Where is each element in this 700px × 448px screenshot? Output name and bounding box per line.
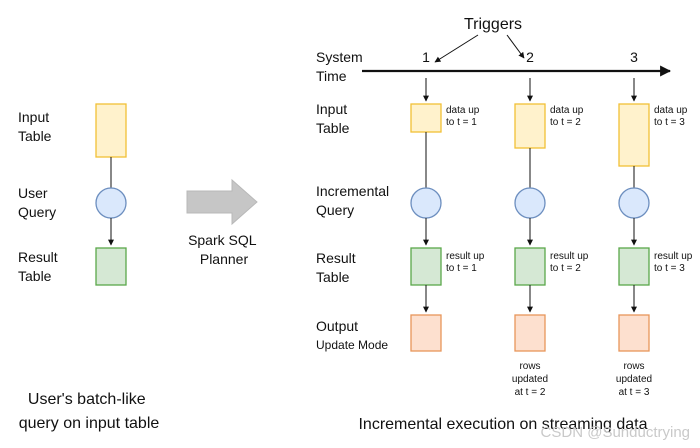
batch-input-table-label: Input Table (18, 109, 53, 144)
result-table-box-2 (514, 247, 546, 286)
trigger-pointer-1 (434, 34, 479, 63)
batch-section: Input Table User Query Result Table User… (18, 103, 160, 432)
time-tick-label-2: 2 (526, 49, 534, 65)
trigger-pointer-2 (506, 34, 525, 59)
watermark-text: CSDN @Sunductrying (541, 424, 690, 441)
result-table-box-3 (618, 247, 650, 286)
batch-result-table-label: Result Table (18, 249, 62, 284)
input-table-box-3 (618, 103, 650, 167)
batch-query-circle (95, 187, 127, 219)
stream-output-label: Output Update Mode (316, 318, 388, 352)
result-table-box-1 (410, 247, 442, 286)
incremental-query-circle-2 (514, 187, 546, 219)
output-box-1 (410, 314, 442, 352)
streaming-caption: Incremental execution on streaming data (358, 416, 647, 433)
stream-incremental-query-label: Incremental Query (316, 183, 393, 218)
batch-user-query-label: User Query (18, 185, 56, 220)
system-time-label: System Time (316, 49, 367, 84)
time-tick-label-3: 3 (630, 49, 638, 65)
stream-result-table-label: Result Table (316, 250, 360, 285)
incremental-query-circle-3 (618, 187, 650, 219)
planner-arrow-icon (186, 178, 258, 226)
time-tick-label-1: 1 (422, 49, 430, 65)
planner-label: Spark SQL Planner (188, 232, 260, 267)
output-box-2 (514, 314, 546, 352)
streaming-section: Triggers System Time Input Table Increme… (316, 16, 693, 433)
batch-caption: User's batch-like query on input table (19, 391, 160, 432)
batch-input-table-box (95, 103, 127, 158)
stream-input-table-label: Input Table (316, 101, 351, 136)
planner-section: Spark SQL Planner (186, 178, 260, 267)
batch-result-table-box (95, 247, 127, 286)
output-box-3 (618, 314, 650, 352)
input-table-box-2 (514, 103, 546, 149)
input-table-box-1 (410, 103, 442, 133)
incremental-query-circle-1 (410, 187, 442, 219)
triggers-label: Triggers (464, 16, 522, 33)
